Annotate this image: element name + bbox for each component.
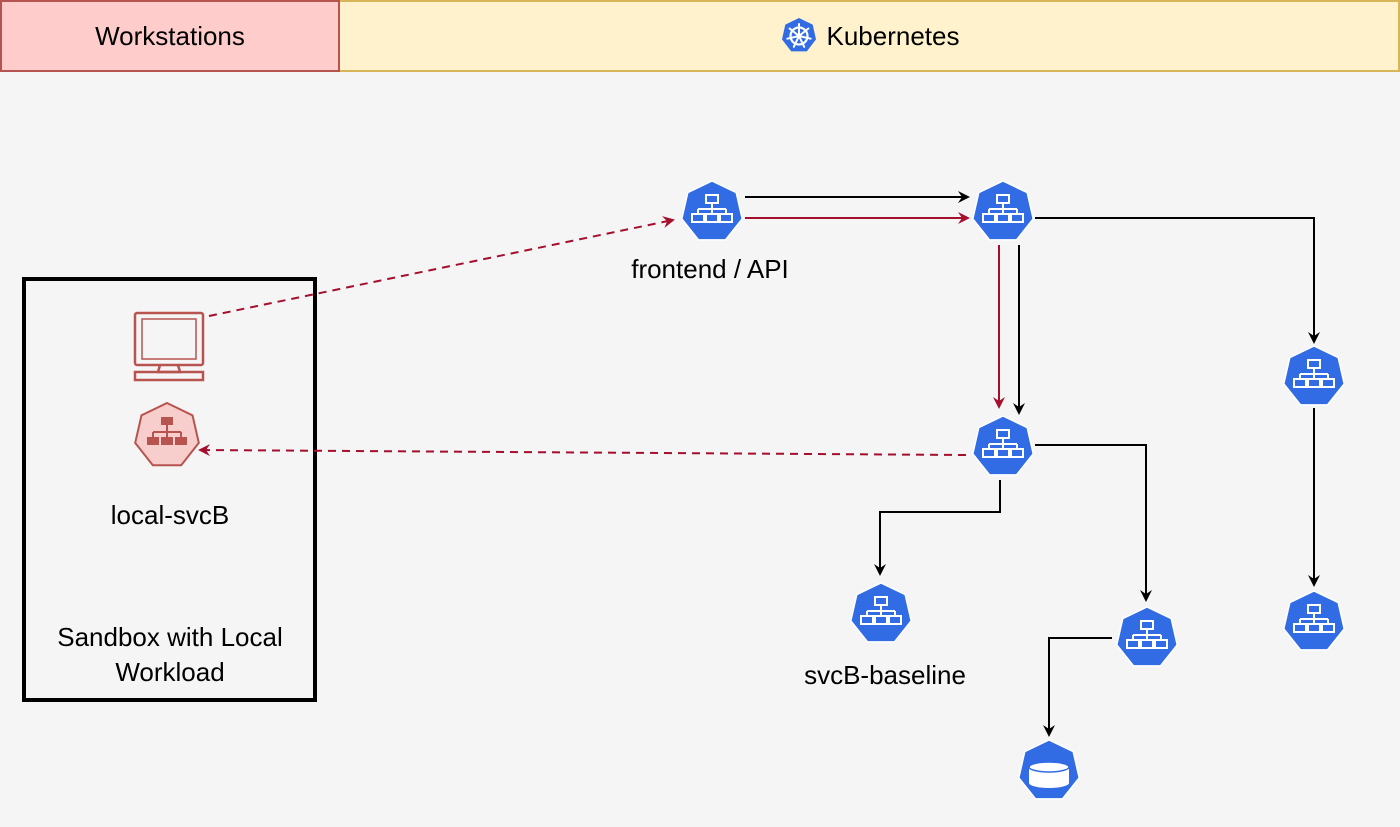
svcb-to-baseline-arrow xyxy=(874,480,1001,576)
monitor-icon[interactable] xyxy=(133,311,205,382)
svcb-to-local-dashed-arrow xyxy=(198,444,967,457)
kubernetes-header-label: Kubernetes xyxy=(826,20,960,51)
sandbox-container xyxy=(22,277,317,702)
downstream-service-icon[interactable] xyxy=(1115,606,1179,667)
baseline-service-icon[interactable] xyxy=(849,582,913,643)
workstations-header-label: Workstations xyxy=(95,20,245,51)
gateway-to-right-service-arrow xyxy=(1035,217,1320,344)
kubernetes-database-icon[interactable] xyxy=(1017,739,1081,800)
local-svcb-label: local-svcB xyxy=(110,500,230,530)
right-service-icon[interactable] xyxy=(1282,345,1346,406)
right-bottom-service-icon[interactable] xyxy=(1282,590,1346,651)
workstations-header: Workstations xyxy=(0,0,340,72)
baseline-label: svcB-baseline xyxy=(804,660,966,690)
frontend-label: frontend / API xyxy=(631,254,789,284)
gateway-service-icon[interactable] xyxy=(971,180,1035,241)
kubernetes-header: Kubernetes xyxy=(340,0,1400,72)
frontend-service-icon[interactable] xyxy=(680,180,744,241)
sandbox-title: Sandbox with Local Workload xyxy=(57,622,283,687)
svcb-service-icon[interactable] xyxy=(971,415,1035,476)
red-connectors xyxy=(198,212,1005,457)
workstation-to-frontend-dashed-arrow xyxy=(208,216,675,317)
downstream-to-database-arrow xyxy=(1043,637,1112,737)
svcb-to-downstream-arrow xyxy=(1035,444,1152,602)
kubernetes-logo-icon xyxy=(781,18,816,52)
local-svcb-service-icon[interactable] xyxy=(134,401,200,467)
black-connectors xyxy=(745,191,1320,737)
